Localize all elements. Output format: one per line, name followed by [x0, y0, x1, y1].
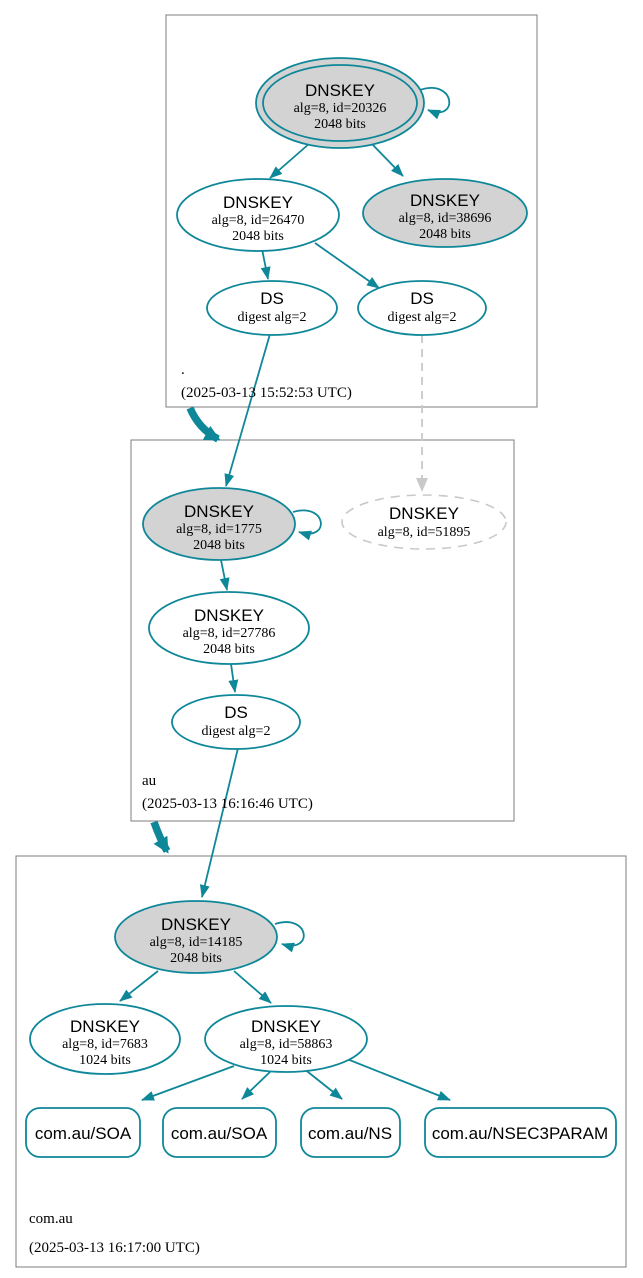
node-attr: alg=8, id=1775 — [176, 522, 262, 537]
node-title: DS — [260, 289, 284, 308]
node-rrset-comau-nsec3param[interactable]: com.au/NSEC3PARAM — [424, 1107, 617, 1158]
edge-key27786-to-ds — [228, 663, 239, 693]
node-attr: digest alg=2 — [238, 310, 307, 325]
edge-root-ksk-selfloop — [419, 87, 451, 120]
node-attr: 2048 bits — [170, 951, 222, 966]
node-dnskey-58863[interactable]: DNSKEY alg=8, id=58863 1024 bits — [204, 1005, 368, 1073]
node-attr: alg=8, id=26470 — [212, 213, 305, 228]
zone-au: DNSKEY alg=8, id=1775 2048 bits DNSKEY a… — [142, 487, 507, 812]
edge-au-ksk-selfloop — [292, 509, 322, 541]
node-title: DNSKEY — [161, 915, 231, 934]
edge-comau-ksk-selfloop — [274, 921, 305, 953]
zone-com-au: DNSKEY alg=8, id=14185 2048 bits DNSKEY … — [25, 900, 617, 1256]
zone-timestamp-root: (2025-03-13 15:52:53 UTC) — [181, 385, 352, 401]
node-attr: digest alg=2 — [388, 310, 457, 325]
edge-key58863-to-soa2 — [241, 1069, 273, 1100]
node-title: DNSKEY — [389, 504, 459, 523]
node-attr: alg=8, id=51895 — [378, 525, 471, 540]
node-ds-au[interactable]: DS digest alg=2 — [171, 694, 301, 750]
edge-key58863-to-ns — [302, 1067, 343, 1100]
node-dnskey-7683[interactable]: DNSKEY alg=8, id=7683 1024 bits — [29, 1003, 181, 1075]
edge-ksk20326-to-key26470 — [269, 142, 311, 179]
edge-key58863-to-nsec3param — [341, 1056, 451, 1101]
rrset-label: com.au/NS — [308, 1124, 392, 1143]
node-attr: alg=8, id=27786 — [183, 626, 276, 641]
node-attr: 1024 bits — [79, 1053, 131, 1068]
zone-timestamp-com-au: (2025-03-13 16:17:00 UTC) — [29, 1240, 200, 1256]
node-ds-root-right[interactable]: DS digest alg=2 — [357, 280, 487, 336]
node-attr: alg=8, id=38696 — [399, 211, 492, 226]
node-attr: 2048 bits — [232, 229, 284, 244]
node-title: DNSKEY — [70, 1017, 140, 1036]
node-attr: alg=8, id=7683 — [62, 1037, 148, 1052]
node-dnskey-20326[interactable]: DNSKEY alg=8, id=20326 2048 bits — [255, 57, 425, 149]
node-title: DNSKEY — [305, 81, 375, 100]
node-attr: alg=8, id=20326 — [294, 101, 387, 116]
node-title: DNSKEY — [410, 191, 480, 210]
edge-au-ds-to-comau-ksk — [199, 747, 239, 898]
node-dnskey-26470[interactable]: DNSKEY alg=8, id=26470 2048 bits — [176, 178, 340, 252]
node-attr: 2048 bits — [314, 117, 366, 132]
zone-label-root: . — [181, 362, 185, 378]
zone-root: DNSKEY alg=8, id=20326 2048 bits DNSKEY … — [176, 57, 528, 401]
node-attr: digest alg=2 — [202, 724, 271, 739]
edge-ksk14185-to-key7683 — [119, 970, 159, 1002]
delegation-arrow-au-to-comau — [150, 820, 171, 854]
node-title: DNSKEY — [194, 606, 264, 625]
node-title: DNSKEY — [223, 193, 293, 212]
node-dnskey-51895-dashed[interactable]: DNSKEY alg=8, id=51895 — [341, 494, 507, 550]
node-attr: 1024 bits — [260, 1053, 312, 1068]
node-dnskey-1775[interactable]: DNSKEY alg=8, id=1775 2048 bits — [142, 487, 296, 561]
edge-root-ds-to-au-ksk — [224, 333, 271, 487]
node-attr: 2048 bits — [193, 538, 245, 553]
node-attr: alg=8, id=14185 — [150, 935, 243, 950]
edge-key26470-to-ds-left — [260, 248, 271, 280]
node-ds-root-left[interactable]: DS digest alg=2 — [206, 280, 338, 336]
edge-ksk1775-to-key27786 — [219, 559, 230, 591]
zone-label-com-au: com.au — [29, 1211, 73, 1227]
rrset-label: com.au/SOA — [171, 1124, 268, 1143]
node-attr: 2048 bits — [419, 227, 471, 242]
edge-key58863-to-soa1 — [141, 1065, 235, 1101]
zone-label-au: au — [142, 773, 157, 789]
node-attr: 2048 bits — [203, 642, 255, 657]
rrset-label: com.au/SOA — [35, 1124, 132, 1143]
node-title: DS — [410, 289, 434, 308]
edge-ksk20326-to-key38696 — [370, 142, 404, 177]
rrset-label: com.au/NSEC3PARAM — [432, 1124, 608, 1143]
zone-timestamp-au: (2025-03-13 16:16:46 UTC) — [142, 796, 313, 812]
node-dnskey-14185[interactable]: DNSKEY alg=8, id=14185 2048 bits — [114, 900, 278, 974]
node-rrset-comau-soa-2[interactable]: com.au/SOA — [162, 1107, 277, 1158]
node-dnskey-27786[interactable]: DNSKEY alg=8, id=27786 2048 bits — [148, 591, 310, 665]
edge-key26470-to-ds-right — [314, 242, 380, 289]
node-dnskey-38696[interactable]: DNSKEY alg=8, id=38696 2048 bits — [362, 178, 528, 248]
node-rrset-comau-ns[interactable]: com.au/NS — [300, 1107, 401, 1158]
node-rrset-comau-soa-1[interactable]: com.au/SOA — [25, 1107, 141, 1158]
edge-ksk14185-to-key58863 — [233, 970, 272, 1004]
node-attr: alg=8, id=58863 — [240, 1037, 333, 1052]
node-title: DS — [224, 703, 248, 722]
node-title: DNSKEY — [251, 1017, 321, 1036]
delegation-arrow-root-to-au — [186, 406, 221, 443]
node-title: DNSKEY — [184, 502, 254, 521]
